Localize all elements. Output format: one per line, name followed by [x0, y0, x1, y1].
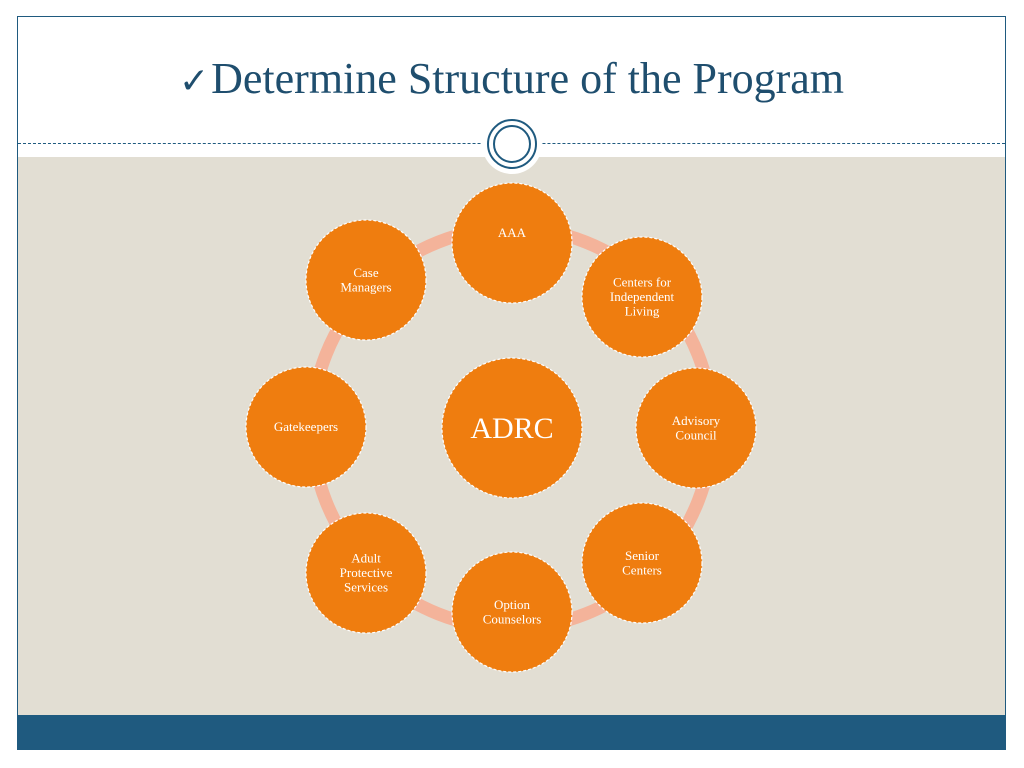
checkmark-icon: ✓	[178, 61, 210, 102]
footer-bar	[18, 715, 1005, 749]
circle-ornament-icon	[482, 114, 542, 174]
diagram-node-circle	[635, 367, 757, 489]
center-node: ADRC	[441, 357, 583, 499]
slide-title-text: Determine Structure of the Program	[211, 54, 845, 103]
diagram-node-circle	[581, 236, 703, 358]
diagram-node-circle	[451, 551, 573, 673]
center-node-label: ADRC	[470, 412, 553, 445]
diagram-node: Gatekeepers	[245, 366, 367, 488]
diagram-node-circle	[245, 366, 367, 488]
slide-title: ✓Determine Structure of the Program	[18, 53, 1005, 108]
diagram-node: AAA	[451, 182, 573, 304]
diagram-node-label: AAA	[498, 225, 527, 240]
diagram-node-label: Gatekeepers	[274, 419, 338, 434]
diagram-node-circle	[581, 502, 703, 624]
diagram-node-circle	[451, 182, 573, 304]
slide: ✓Determine Structure of the Program AAA C…	[17, 16, 1006, 750]
diagram-node-circle	[305, 219, 427, 341]
diagram-node-circle	[305, 512, 427, 634]
